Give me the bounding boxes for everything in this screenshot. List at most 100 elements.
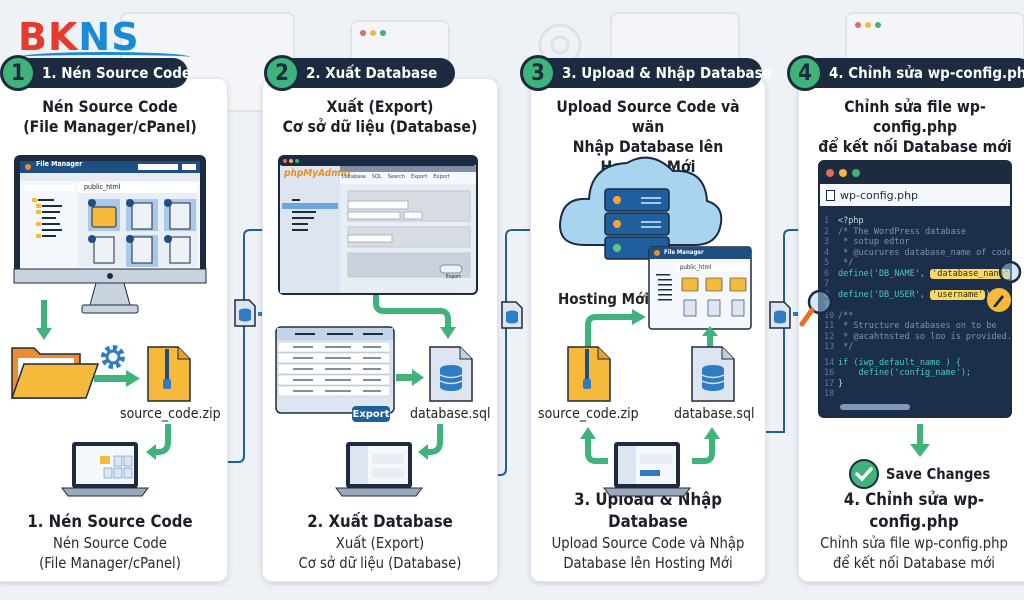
code-text: if (iwp_default_name ) { <box>838 357 961 368</box>
green-curved-arrow <box>146 424 171 460</box>
editor-file-tab[interactable]: wp-config.php <box>820 184 1010 206</box>
sql-file-label: database.sql <box>410 406 491 422</box>
line-number: 5 <box>824 258 830 268</box>
phpmyadmin-logo: phpMyAdmin <box>284 168 351 179</box>
export-button[interactable]: Export <box>446 274 461 280</box>
code-text: */ <box>838 342 854 352</box>
code-line: 11 * Structure databases on to be <box>824 321 1010 332</box>
code-text: * @acahtnsted so loo is provided. <box>838 331 1012 342</box>
code-line: 4 * @ucurures database_name of code <box>824 247 1010 259</box>
code-text: /* The WordPress database <box>838 226 966 237</box>
editor-titlebar <box>820 162 1010 184</box>
code-text: define('config_name'); <box>838 368 972 378</box>
green-arrow-down <box>36 300 52 340</box>
highlighted-value: 'database_nane' <box>930 268 1010 279</box>
logo-text-red: BK <box>18 15 79 59</box>
code-text: * Structure databases on to be <box>838 321 997 331</box>
minimize-dot[interactable] <box>839 169 847 177</box>
line-number: 18 <box>824 389 835 399</box>
line-number: 4 <box>824 247 830 258</box>
step-number-badge: 3 <box>520 55 556 91</box>
step-4-pill: 4 4. Chỉnh sửa wp-config.php <box>787 55 1024 91</box>
save-changes-button[interactable]: Save Changes <box>848 458 1004 490</box>
line-number: 3 <box>824 237 830 247</box>
phpmyadmin-tabs: Database SQL Search Export Export <box>342 174 450 180</box>
line-number: 6 <box>824 268 830 279</box>
tab-export-2[interactable]: Export <box>433 174 450 180</box>
code-text: define('DB_USER', <box>838 289 931 300</box>
database-file-icon <box>501 301 523 329</box>
code-line: 8define('DB_USER', 'username'); <box>824 289 1010 301</box>
code-line: 1<?php <box>824 216 1010 227</box>
folder-icon <box>10 347 100 399</box>
step-4-pill-label: 4. Chỉnh sửa wp-config.php <box>829 64 1024 82</box>
maximize-dot[interactable] <box>852 169 860 177</box>
editor-scrollbar[interactable] <box>840 404 910 410</box>
file-manager-title: File Manager <box>36 160 83 168</box>
zip-file-label: source_code.zip <box>120 406 221 422</box>
step-3-footer: 3. Upload & Nhập Database Upload Source … <box>551 490 745 572</box>
save-changes-label: Save Changes <box>886 465 991 483</box>
step-1-pill-label: 1. Nén Source Code <box>42 64 192 82</box>
green-arrow-up-right <box>585 309 646 347</box>
step-1-title: Nén Source Code(File Manager/cPanel) <box>23 97 197 136</box>
code-text: * sotup edtor <box>838 237 910 247</box>
data-table-illustration <box>275 326 395 414</box>
hosting-file-manager-window <box>648 246 752 330</box>
green-arrow-right <box>396 369 424 386</box>
sql-file-icon <box>691 346 735 402</box>
phpmyadmin-window <box>278 155 478 295</box>
code-text: */ <box>838 258 854 268</box>
close-dot[interactable] <box>826 169 834 177</box>
tab-database[interactable]: Database <box>342 174 366 180</box>
tab-export[interactable]: Export <box>410 174 428 180</box>
step-number-badge: 4 <box>787 55 823 91</box>
laptop-illustration <box>603 442 691 497</box>
gear-icon <box>101 345 125 369</box>
bkns-logo: BKNS <box>18 18 140 56</box>
line-number: 10 <box>824 310 835 321</box>
code-line: 18 <box>824 389 1010 400</box>
green-curved-arrow <box>418 424 443 460</box>
tab-search[interactable]: Search <box>387 174 405 180</box>
green-arrow-up <box>702 326 718 350</box>
table-export-button[interactable]: Export <box>352 406 390 422</box>
magnifier-icon <box>998 260 1022 284</box>
sql-file-icon <box>429 346 473 402</box>
step-2-footer: 2. Xuất Database Xuất (Export) Cơ sở dữ … <box>298 512 462 572</box>
code-line: 16 define('config_name'); <box>824 368 1010 379</box>
hosting-public-html-path: public_html <box>680 264 712 271</box>
line-number: 11 <box>824 321 835 331</box>
file-icon <box>826 189 835 201</box>
code-text: /** <box>838 310 854 321</box>
green-connector-arrow <box>373 295 456 339</box>
line-number: 7 <box>824 279 830 289</box>
code-line: 7 <box>824 279 1010 290</box>
code-line: 3 * sotup edtor <box>824 237 1010 248</box>
editor-filename: wp-config.php <box>840 188 919 202</box>
step-3-pill: 3 3. Upload & Nhập Database <box>520 55 772 91</box>
code-line: 10/** <box>824 310 1010 322</box>
tab-sql[interactable]: SQL <box>371 174 382 180</box>
line-number: 12 <box>824 331 835 342</box>
code-text: } <box>838 378 844 389</box>
pencil-edit-icon <box>987 288 1011 312</box>
database-file-icon <box>234 299 256 327</box>
laptop-illustration <box>335 442 423 497</box>
step-3-pill-label: 3. Upload & Nhập Database <box>562 64 772 82</box>
step-1-footer: 1. Nén Source Code Nén Source Code (File… <box>27 512 193 572</box>
code-text: define('DB_NAME', <box>838 268 931 279</box>
green-curved-arrow-up-right <box>692 427 720 464</box>
step-2-pill-label: 2. Xuất Database <box>306 64 438 82</box>
zip-file-icon <box>567 346 611 402</box>
line-number: 1 <box>824 216 830 226</box>
cloud-server-illustration <box>559 156 723 260</box>
line-number: 14 <box>824 357 835 368</box>
